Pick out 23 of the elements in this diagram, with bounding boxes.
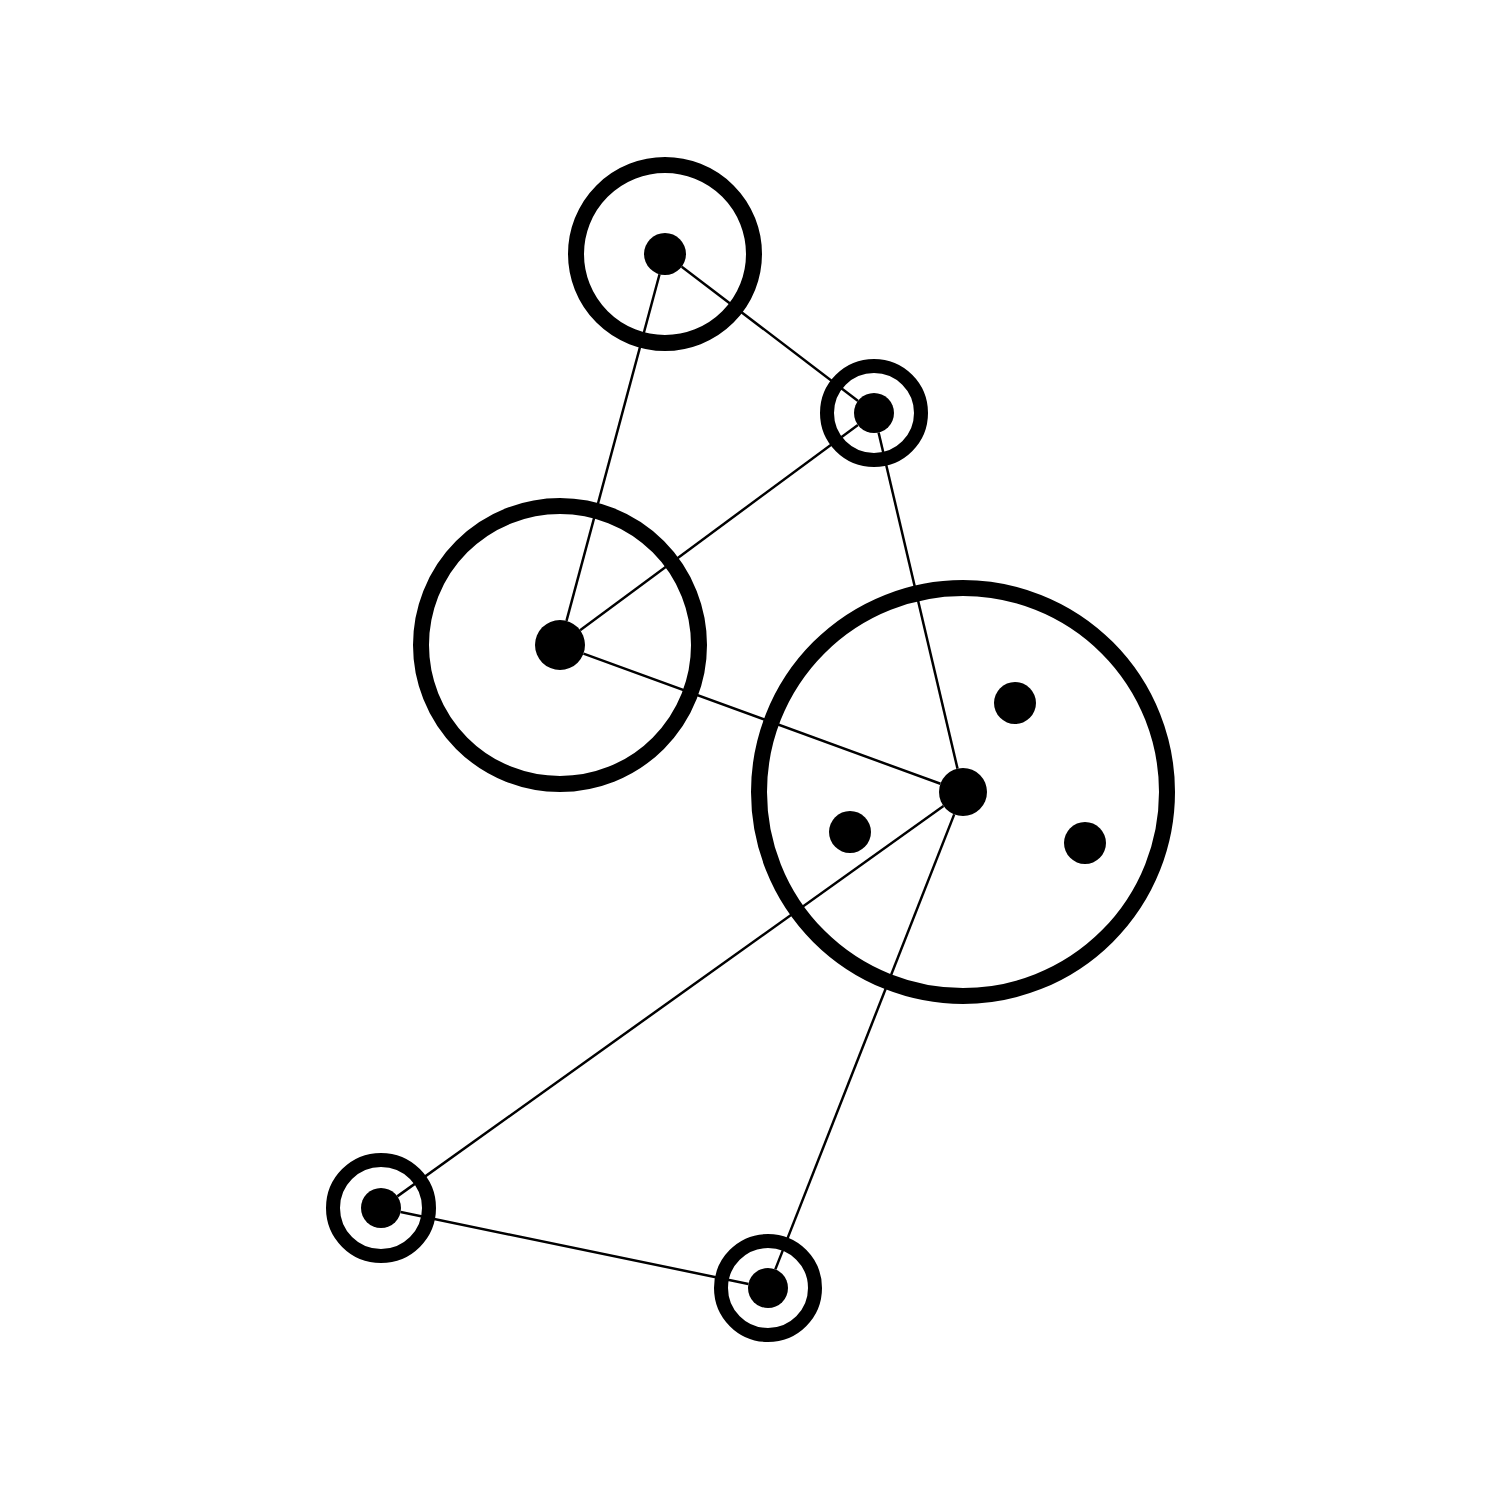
dot xyxy=(994,682,1036,724)
ring-circle xyxy=(714,1234,822,1342)
connector-line xyxy=(877,432,959,769)
dot xyxy=(1064,822,1106,864)
ring-circle xyxy=(820,359,928,467)
connector-line xyxy=(583,652,941,785)
ring-circle xyxy=(326,1153,436,1263)
dot xyxy=(748,1268,788,1308)
dot xyxy=(829,811,871,853)
connector-line xyxy=(774,813,956,1270)
dot xyxy=(854,393,894,433)
connector-line xyxy=(400,1210,749,1286)
ring-circle xyxy=(751,580,1175,1004)
connector-line xyxy=(396,804,945,1198)
dot xyxy=(939,768,987,816)
connector-line xyxy=(565,273,661,622)
dot xyxy=(535,620,585,670)
connector-line xyxy=(579,423,859,632)
dot xyxy=(644,233,686,275)
dot xyxy=(361,1188,401,1228)
connector-line xyxy=(680,265,859,402)
ring-circle xyxy=(413,498,707,792)
ring-circle xyxy=(568,157,762,351)
